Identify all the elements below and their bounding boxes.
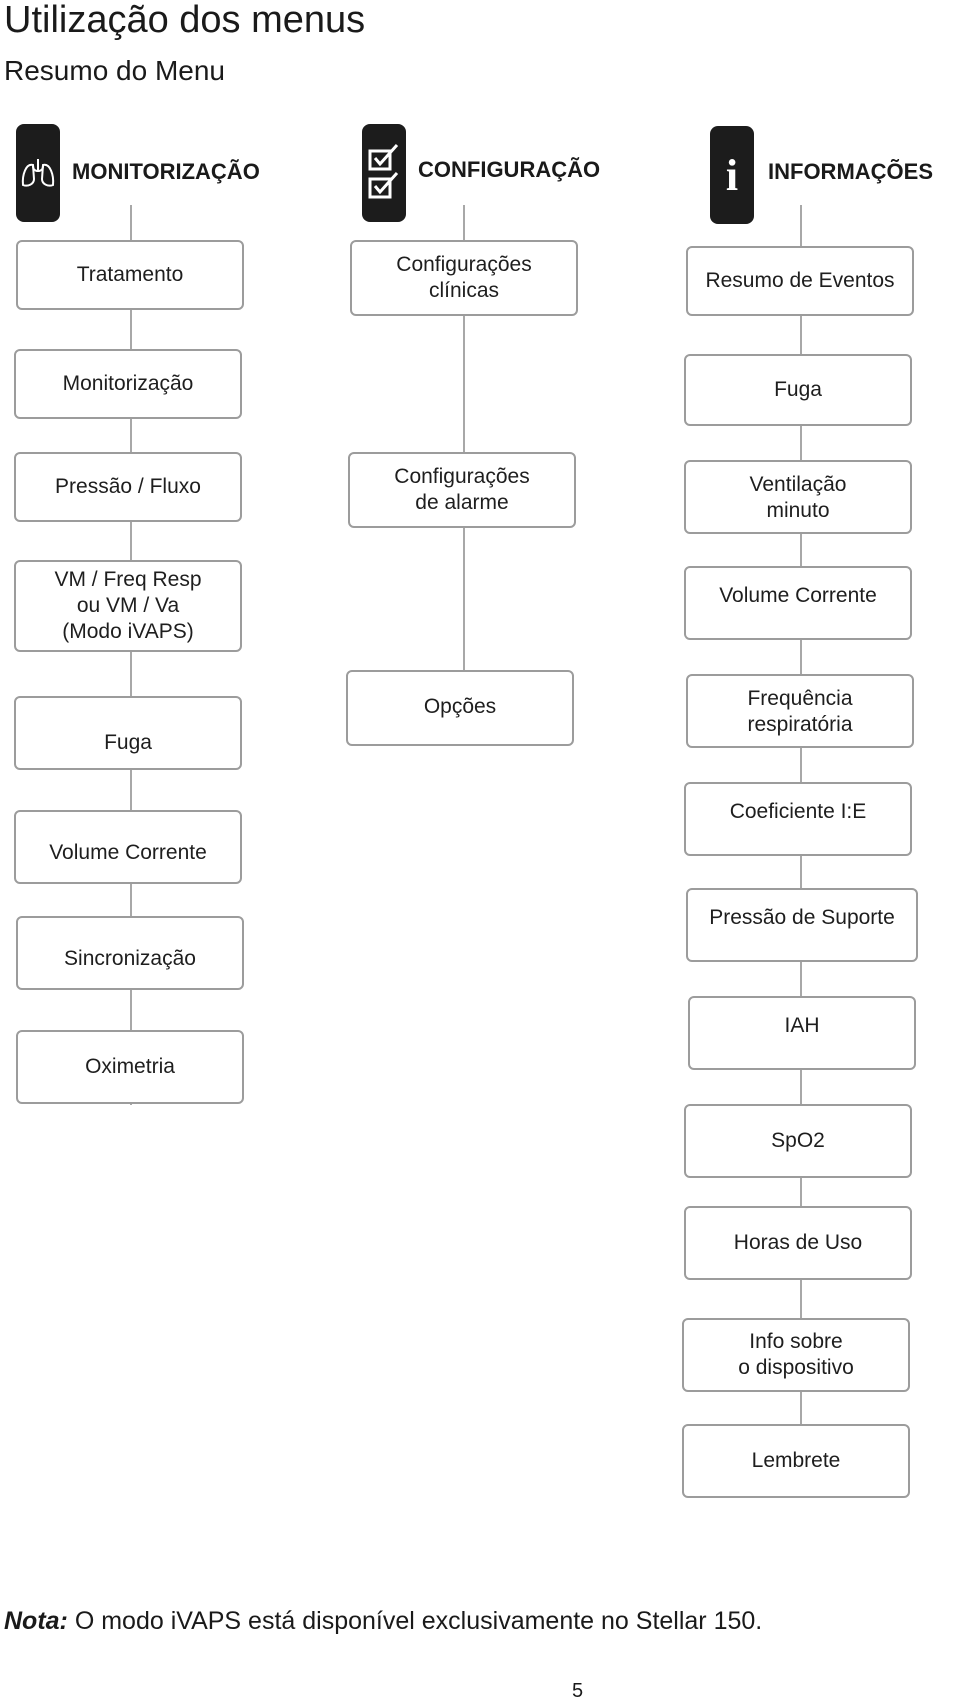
- menu-item-coeficiente-ie[interactable]: Coeficiente I:E: [684, 782, 912, 856]
- page-subtitle: Resumo do Menu: [4, 55, 226, 86]
- page-title: Utilização dos menus: [4, 0, 366, 41]
- menu-item-resumo-eventos[interactable]: Resumo de Eventos: [686, 246, 914, 316]
- menu-item-lembrete[interactable]: Lembrete: [682, 1424, 910, 1498]
- menu-item-horas-uso[interactable]: Horas de Uso: [684, 1206, 912, 1280]
- menu-item-info-dispositivo[interactable]: Info sobre o dispositivo: [682, 1318, 910, 1392]
- connector-line: [463, 205, 465, 675]
- heading-monitorizacao[interactable]: MONITORIZAÇÃO: [72, 159, 260, 184]
- menu-item-frequencia-respiratoria[interactable]: Frequência respiratória: [686, 674, 914, 748]
- menu-item-oximetria[interactable]: Oximetria: [16, 1030, 244, 1104]
- page-number: 5: [572, 1680, 584, 1702]
- menu-item-vm-freq-resp[interactable]: VM / Freq Resp ou VM / Va (Modo iVAPS): [14, 560, 242, 652]
- menu-item-iah[interactable]: IAH: [688, 996, 916, 1070]
- info-icon: i: [710, 126, 754, 224]
- lungs-icon: [16, 124, 60, 222]
- menu-item-fuga[interactable]: Fuga: [14, 696, 242, 770]
- menu-item-volume-corrente-info[interactable]: Volume Corrente: [684, 566, 912, 640]
- note-label: Nota:: [4, 1607, 68, 1635]
- footnote: Nota: O modo iVAPS está disponível exclu…: [4, 1606, 762, 1636]
- connector-line: [130, 205, 132, 1105]
- menu-item-configuracoes-clinicas[interactable]: Configurações clínicas: [350, 240, 578, 316]
- menu-item-configuracoes-alarme[interactable]: Configurações de alarme: [348, 452, 576, 528]
- menu-item-tratamento[interactable]: Tratamento: [16, 240, 244, 310]
- menu-item-sincronizacao[interactable]: Sincronização: [16, 916, 244, 990]
- checklist-icon: [362, 124, 406, 222]
- note-text: O modo iVAPS está disponível exclusivame…: [67, 1607, 763, 1635]
- menu-item-volume-corrente[interactable]: Volume Corrente: [14, 810, 242, 884]
- menu-item-spo2[interactable]: SpO2: [684, 1104, 912, 1178]
- heading-configuracao[interactable]: CONFIGURAÇÃO: [418, 157, 601, 182]
- menu-item-monitorizacao[interactable]: Monitorização: [14, 349, 242, 419]
- menu-item-pressao-suporte[interactable]: Pressão de Suporte: [686, 888, 918, 962]
- menu-item-opcoes[interactable]: Opções: [346, 670, 574, 746]
- heading-informacoes[interactable]: INFORMAÇÕES: [768, 159, 933, 184]
- menu-item-pressao-fluxo[interactable]: Pressão / Fluxo: [14, 452, 242, 522]
- menu-item-fuga-info[interactable]: Fuga: [684, 354, 912, 426]
- menu-item-ventilacao-minuto[interactable]: Ventilação minuto: [684, 460, 912, 534]
